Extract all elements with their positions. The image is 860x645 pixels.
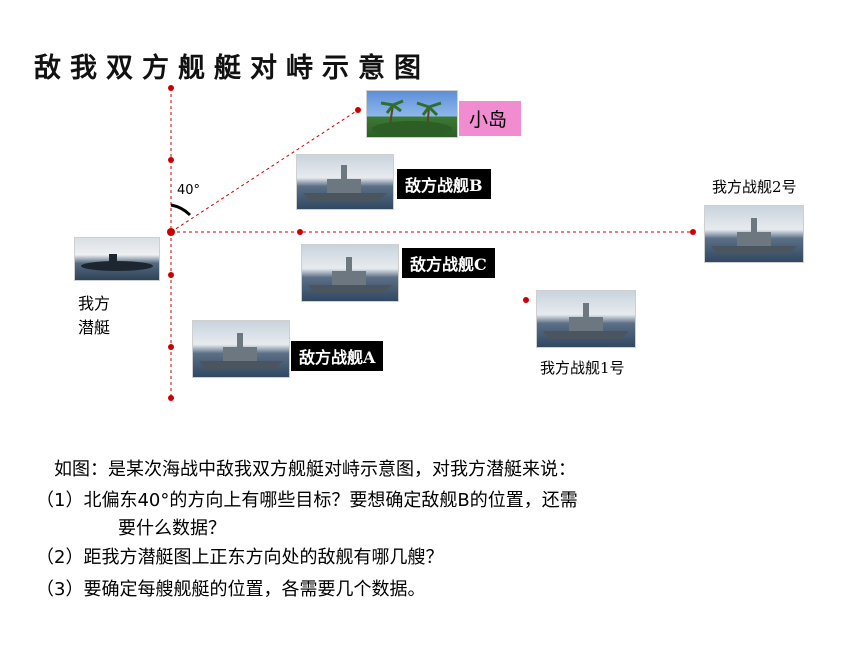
axis-dot [297,229,303,235]
warship-icon [199,333,283,369]
island-label: 小岛 [459,101,522,136]
axis-dot [355,107,361,113]
axis-dot [168,344,174,350]
enemy-ship-b-photo [296,154,394,210]
axis-dot [168,272,174,278]
palm-tree-icon [372,99,452,137]
enemy-ship-a-photo [192,320,290,378]
warship-icon [543,303,629,339]
axis-dot [168,395,174,401]
our-ship-1-photo [536,290,636,348]
enemy-ship-a-label: 敌方战舰A [291,341,384,371]
submarine-icon [81,254,153,271]
enemy-ship-c-photo [301,244,399,302]
question-1-line-1: （1）北偏东40°的方向上有哪些目标？要想确定敌舰B的位置，还需 [36,490,578,511]
our-ship-1-label: 我方战舰1号 [540,359,625,377]
warship-icon [308,257,392,293]
question-2: （2）距我方潜艇图上正东方向处的敌舰有哪几艘？ [36,547,444,568]
submarine-label: 我方 潜艇 [78,294,111,337]
island-photo [366,90,458,138]
submarine-photo [74,237,160,281]
angle-arc [170,203,192,217]
our-ship-2-photo [704,205,804,263]
warship-icon [711,218,797,254]
enemy-ship-b-label: 敌方战舰B [397,169,491,199]
axis-dot [168,157,174,163]
bearing-40-line [170,109,359,233]
question-intro: 如图：是某次海战中敌我双方舰艇对峙示意图，对我方潜艇来说： [54,459,576,480]
enemy-ship-c-label: 敌方战舰C [402,248,495,278]
angle-label: 40° [177,183,201,198]
axis-dot [168,85,174,91]
our-ship-2-label: 我方战舰2号 [712,178,797,196]
origin-dot [167,228,175,236]
diagram-title: 敌我双方舰艇对峙示意图 [34,53,430,84]
axis-dot [523,297,529,303]
question-1-line-2: 要什么数据？ [118,518,226,539]
axis-dot [690,229,696,235]
question-3: （3）要确定每艘舰艇的位置，各需要几个数据。 [36,579,426,600]
warship-icon [303,165,387,201]
